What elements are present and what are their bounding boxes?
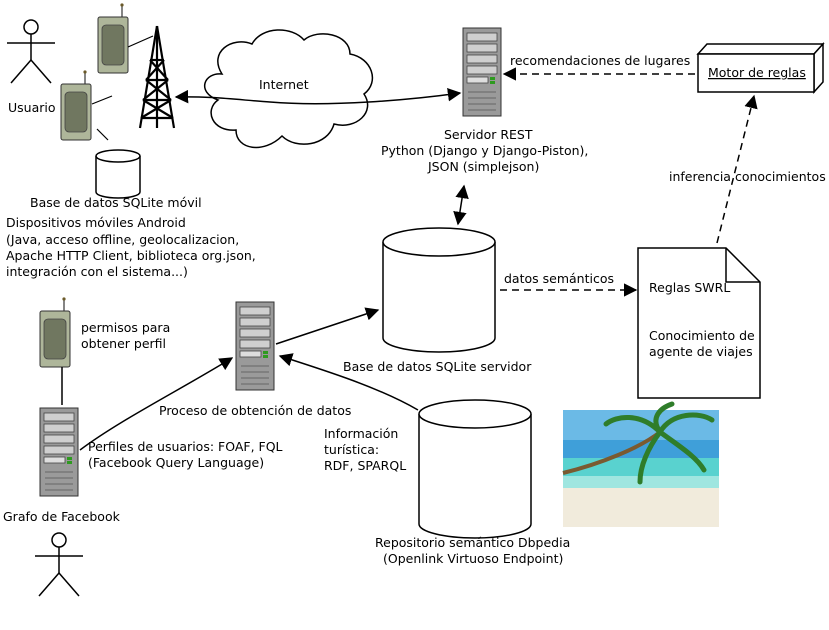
data-process-label: Proceso de obtención de datos (159, 403, 351, 418)
rules-engine-label: Motor de reglas (708, 65, 806, 80)
user-icon (6, 19, 56, 84)
rest-server-json-label: JSON (simplejson) (427, 159, 539, 174)
profiles-label-line: (Facebook Query Language) (88, 455, 264, 470)
user-label: Usuario (8, 100, 56, 115)
permissions-label-line: permisos para (81, 320, 170, 335)
database-icon (95, 149, 141, 199)
knowledge-label-line: Conocimiento de (649, 328, 755, 343)
server-icon (235, 301, 275, 391)
android-devices-line: Dispositivos móviles Android (6, 215, 186, 230)
android-devices-line: Apache HTTP Client, biblioteca org.json, (6, 248, 256, 263)
tourist-info-line: turística: (324, 442, 379, 457)
inference-label: inferencia conocimientos (669, 169, 826, 184)
recommendations-label: recomendaciones de lugares (510, 53, 690, 68)
internet-label: Internet (259, 77, 309, 92)
permissions-label-line: obtener perfil (81, 336, 166, 351)
server-icon (39, 407, 79, 497)
dbpedia-label-line: Repositorio semántico Dbpedia (375, 535, 570, 550)
phone-icon (39, 296, 71, 368)
rules-engine-box (696, 42, 825, 94)
profiles-label-line: Perfiles de usuarios: FOAF, FQL (88, 439, 283, 454)
dbpedia-label-line: (Openlink Virtuoso Endpoint) (383, 551, 563, 566)
facebook-graph-label: Grafo de Facebook (3, 509, 121, 524)
phone-icon (97, 2, 129, 74)
beach-photo (562, 401, 719, 527)
tourist-info-line: Información (324, 426, 398, 441)
knowledge-label-line: agente de viajes (649, 344, 753, 359)
document-icon (637, 247, 761, 399)
antenna-tower-icon (138, 25, 176, 129)
swrl-rules-label: Reglas SWRL (649, 280, 730, 295)
database-icon (418, 399, 532, 539)
mobile-db-label: Base de datos SQLite móvil (30, 195, 202, 210)
server-icon (462, 27, 502, 117)
tourist-info-line: RDF, SPARQL (324, 458, 406, 473)
database-icon (382, 227, 496, 353)
android-devices-line: integración con el sistema...) (6, 264, 188, 279)
phone-icon (60, 69, 92, 141)
user-icon (34, 532, 84, 597)
server-db-label: Base de datos SQLite servidor (343, 359, 532, 374)
rest-server-tech-label: Python (Django y Django-Piston), (381, 143, 588, 158)
semantic-data-label: datos semánticos (504, 271, 614, 286)
android-devices-line: (Java, acceso offline, geolocalizacion, (6, 232, 239, 247)
rest-server-label: Servidor REST (444, 127, 533, 142)
